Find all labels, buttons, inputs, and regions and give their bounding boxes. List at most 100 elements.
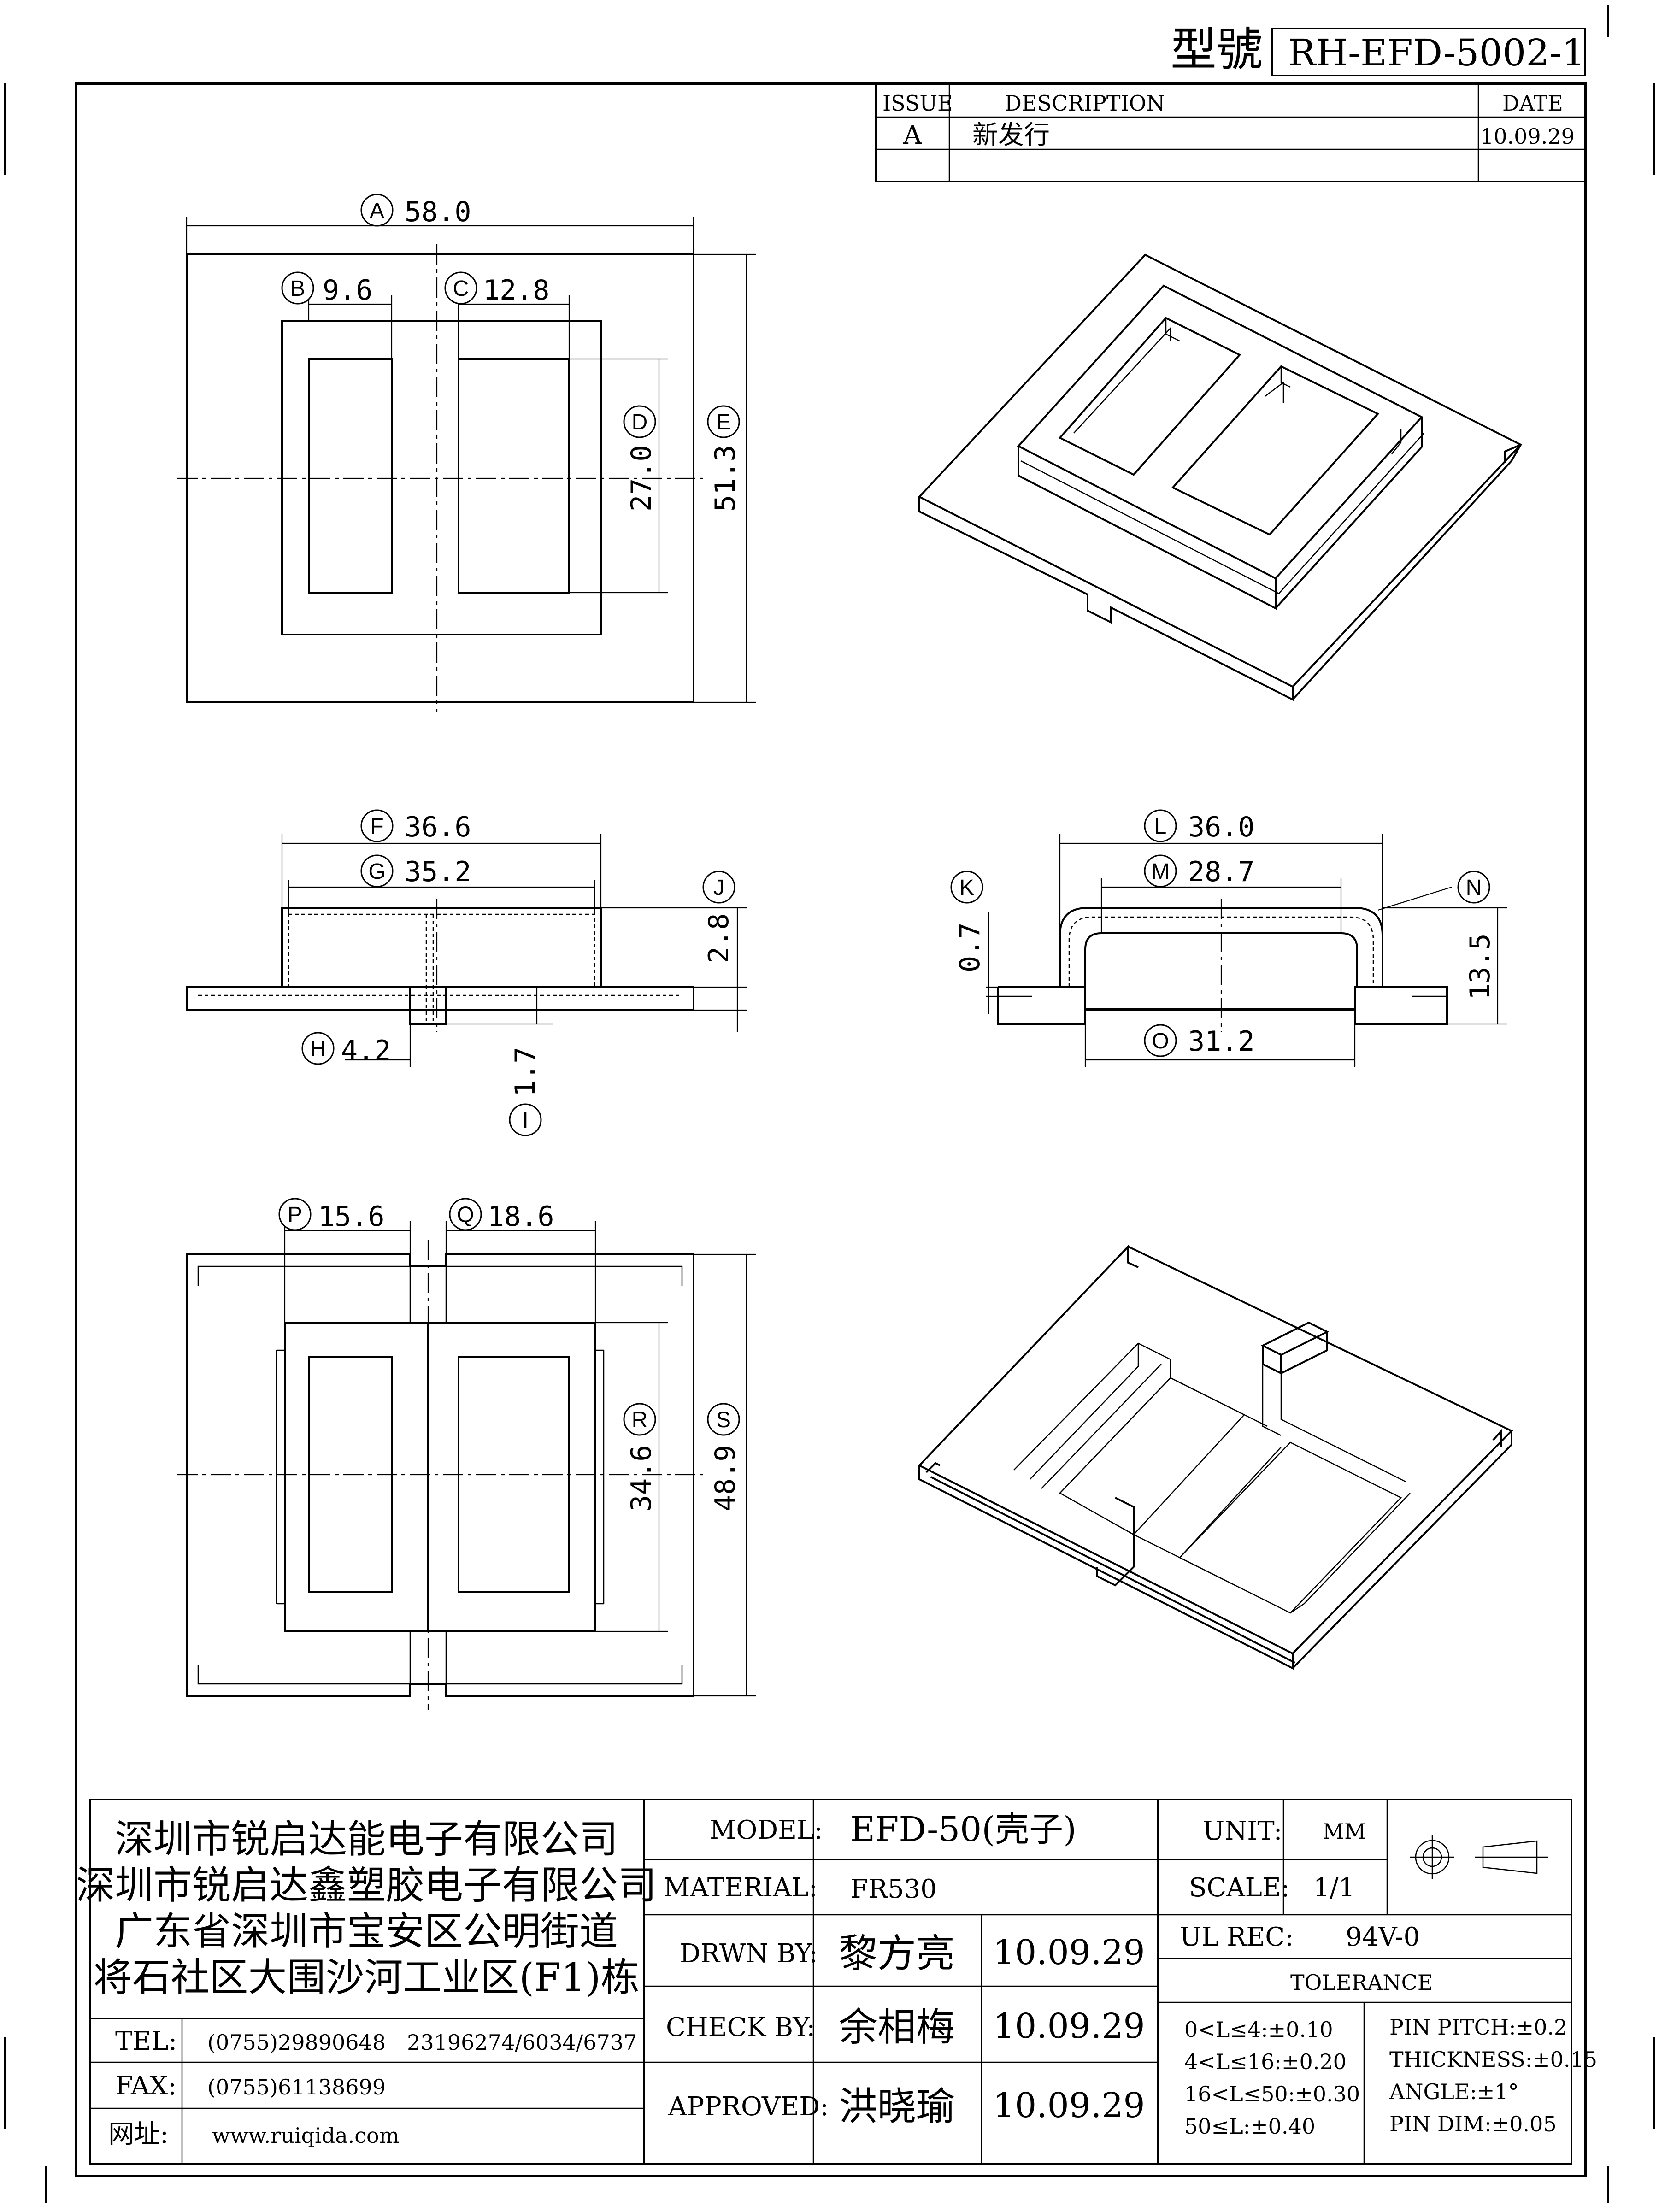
material-value: FR530 xyxy=(850,1874,937,1904)
projection-symbol xyxy=(1410,1835,1548,1879)
rev-header-issue: ISSUE xyxy=(882,91,953,116)
tolerance-right-1: PIN PITCH:±0.2 xyxy=(1389,2015,1567,2040)
tolerance-left-1: 0<L≤4:±0.10 xyxy=(1184,2017,1333,2042)
tolerance-left-3: 16<L≤50:±0.30 xyxy=(1184,2082,1360,2106)
isometric-view-bottom xyxy=(918,1244,1513,1670)
dim-bubble-r: R xyxy=(632,1408,648,1432)
tel-label: TEL: xyxy=(115,2026,177,2056)
top-view-window-right xyxy=(458,358,570,594)
rev-row-issue: A xyxy=(903,120,922,150)
dim-bubble-k: K xyxy=(959,876,974,900)
dim-bubble-h: H xyxy=(310,1037,326,1061)
drawn-label: DRWN BY: xyxy=(680,1939,818,1969)
dim-bubble-p: P xyxy=(288,1203,302,1227)
model-label-tb: MODEL: xyxy=(710,1815,823,1845)
tolerance-label: TOLERANCE xyxy=(1290,1970,1433,1995)
dim-bubble-g: G xyxy=(368,859,385,884)
bottom-view: P 15.6 Q 18.6 R 34.6 S 48.9 xyxy=(177,1198,756,1710)
model-value: EFD-50(壳子) xyxy=(850,1810,1077,1849)
tolerance-right-2: THICKNESS:±0.15 xyxy=(1389,2047,1597,2072)
fax-value: (0755)61138699 xyxy=(207,2075,386,2100)
approved-by: 洪晓瑜 xyxy=(839,2084,955,2129)
bottom-view-block-left xyxy=(284,1322,429,1632)
rev-header-description: DESCRIPTION xyxy=(1005,91,1165,116)
check-label: CHECK BY: xyxy=(666,2012,815,2042)
dim-c-value: 12.8 xyxy=(483,274,550,306)
top-view-window-left xyxy=(308,358,393,594)
approved-label: APPROVED: xyxy=(668,2092,829,2122)
drawing-border xyxy=(75,82,1587,2177)
model-number-box xyxy=(1271,28,1586,76)
fax-label: FAX: xyxy=(115,2071,176,2101)
dim-bubble-a: A xyxy=(370,199,384,223)
web-value: www.ruiqida.com xyxy=(212,2123,399,2148)
front-view-base-plate xyxy=(186,986,694,1011)
dim-bubble-j: J xyxy=(713,876,724,900)
top-view: A 58.0 B 9.6 C 12.8 D 27.0 E 51.3 xyxy=(177,194,756,712)
iso-top-base-plate xyxy=(918,253,1523,688)
scale-value: 1/1 xyxy=(1313,1873,1355,1903)
dim-bubble-q: Q xyxy=(457,1203,474,1227)
bottom-view-block-right xyxy=(428,1322,596,1632)
dim-e-value: 51.3 xyxy=(709,445,741,512)
dim-q-value: 18.6 xyxy=(488,1200,554,1233)
front-view: F 36.6 G 35.2 J 2.8 H 4.2 I 1.7 xyxy=(186,809,747,1136)
check-by: 余相梅 xyxy=(839,2005,955,2050)
dim-l-value: 36.0 xyxy=(1188,811,1255,843)
dim-bubble-e: E xyxy=(716,410,731,435)
revision-table: ISSUE DESCRIPTION DATE A 新发行 10.09.29 xyxy=(875,83,1586,182)
dim-m-value: 28.7 xyxy=(1188,856,1255,888)
model-label: 型號 xyxy=(1171,23,1263,76)
dim-bubble-c: C xyxy=(453,276,469,301)
front-view-raised-frame xyxy=(281,907,602,988)
rev-row-description: 新发行 xyxy=(972,120,1050,150)
dim-r-value: 34.6 xyxy=(625,1445,658,1512)
dim-b-value: 9.6 xyxy=(323,274,372,306)
dim-bubble-f: F xyxy=(370,814,383,839)
dim-bubble-o: O xyxy=(1152,1029,1169,1053)
approved-date: 10.09.29 xyxy=(993,2086,1145,2125)
iso-top-window-left xyxy=(1058,317,1241,476)
unit-label: UNIT: xyxy=(1203,1816,1282,1846)
side-view: L 36.0 M 28.7 N 13.5 K 0.7 O 31.2 xyxy=(950,809,1507,1067)
dim-f-value: 36.6 xyxy=(405,811,471,843)
company-name-line-1: 深圳市锐启达能电子有限公司 xyxy=(115,1817,618,1862)
ul-value: 94V-0 xyxy=(1346,1922,1420,1952)
model-number: RH-EFD-5002-1 xyxy=(1288,31,1585,74)
dim-k-value: 0.7 xyxy=(954,923,986,972)
dim-g-value: 35.2 xyxy=(405,856,471,888)
model-number-header: 型號 RH-EFD-5002-1 xyxy=(1171,23,1586,76)
dim-bubble-l: L xyxy=(1154,814,1167,839)
dim-o-value: 31.2 xyxy=(1188,1025,1255,1058)
rev-row-date: 10.09.29 xyxy=(1480,124,1575,149)
dim-s-value: 48.9 xyxy=(709,1445,741,1512)
dim-p-value: 15.6 xyxy=(318,1200,385,1233)
company-name-line-2: 深圳市锐启达鑫塑胶电子有限公司 xyxy=(76,1863,657,1908)
title-block: 深圳市锐启达能电子有限公司 深圳市锐启达鑫塑胶电子有限公司 广东省深圳市宝安区公… xyxy=(76,1799,1597,2165)
dim-bubble-i: I xyxy=(522,1108,528,1133)
check-date: 10.09.29 xyxy=(993,2006,1145,2046)
dim-h-value: 4.2 xyxy=(341,1035,391,1067)
isometric-view-top xyxy=(918,253,1523,701)
dim-bubble-b: B xyxy=(290,276,305,301)
dim-bubble-d: D xyxy=(632,410,648,435)
company-address-line-2: 将石社区大围沙河工业区(F1)栋 xyxy=(93,1955,639,2000)
front-view-center-slot xyxy=(409,986,447,1025)
iso-top-window-right xyxy=(1171,365,1380,536)
tolerance-right-4: PIN DIM:±0.05 xyxy=(1389,2112,1557,2136)
dim-bubble-s: S xyxy=(716,1408,731,1432)
company-address-line-1: 广东省深圳市宝安区公明街道 xyxy=(115,1909,618,1954)
drawn-date: 10.09.29 xyxy=(993,1933,1145,1972)
unit-value: MM xyxy=(1323,1819,1366,1844)
tolerance-left-2: 4<L≤16:±0.20 xyxy=(1184,2049,1347,2074)
tolerance-left-4: 50≤L:±0.40 xyxy=(1184,2114,1315,2139)
drawn-by: 黎方亮 xyxy=(839,1931,955,1976)
dim-bubble-m: M xyxy=(1151,859,1170,884)
material-label: MATERIAL: xyxy=(664,1873,818,1903)
sheet-corner-marks xyxy=(4,5,1655,2203)
ul-label: UL REC: xyxy=(1180,1922,1294,1952)
dim-n-value: 13.5 xyxy=(1464,934,1496,1000)
tel-value: (0755)29890648 23196274/6034/6737 xyxy=(207,2030,637,2055)
rev-header-date: DATE xyxy=(1502,91,1563,116)
